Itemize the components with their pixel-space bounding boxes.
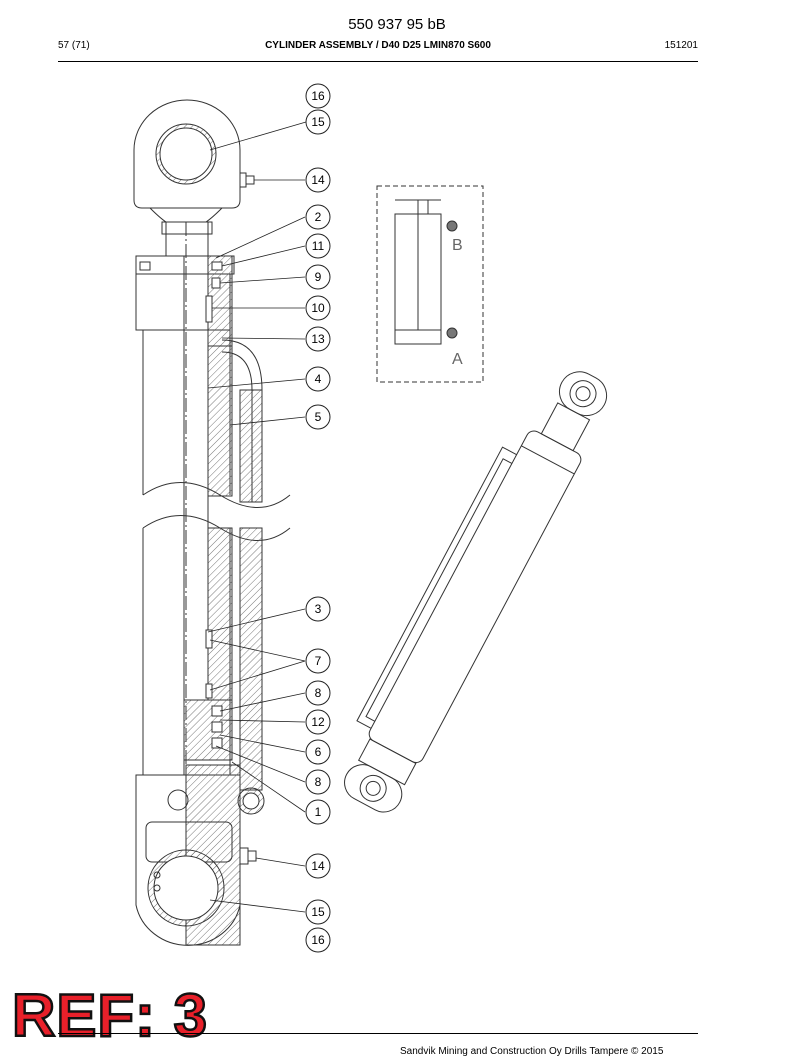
svg-text:11: 11 [312, 239, 325, 253]
callout-6: 6 [305, 739, 331, 765]
callout-1: 1 [305, 799, 331, 825]
callout-15-top: 15 [305, 109, 331, 135]
callout-3: 3 [305, 596, 331, 622]
drawing-title: CYLINDER ASSEMBLY / D40 D25 LMIN870 S600 [265, 40, 491, 51]
cylinder-section-view [133, 99, 291, 946]
svg-text:12: 12 [311, 715, 325, 729]
callout-10: 10 [305, 295, 331, 321]
callout-15-bottom: 15 [305, 899, 331, 925]
svg-text:8: 8 [315, 775, 322, 789]
port-a-label: A [452, 351, 463, 368]
callout-8-upper: 8 [305, 680, 331, 706]
port-b-label: B [452, 237, 463, 254]
document-number: 550 937 95 bB [348, 16, 446, 33]
callout-16-top: 16 [305, 83, 331, 109]
svg-text:16: 16 [311, 89, 325, 103]
svg-text:14: 14 [311, 859, 325, 873]
header-rule [58, 61, 698, 62]
callout-2: 2 [305, 204, 331, 230]
part-callouts: 16 15 14 2 11 9 10 13 4 5 3 7 8 12 6 8 1… [305, 83, 331, 953]
svg-text:7: 7 [315, 654, 322, 668]
svg-text:5: 5 [315, 410, 322, 424]
callout-12: 12 [305, 709, 331, 735]
port-b-icon [446, 220, 458, 232]
callout-16-bottom: 16 [305, 927, 331, 953]
copyright-footer: Sandvik Mining and Construction Oy Drill… [400, 1046, 664, 1057]
svg-text:15: 15 [311, 905, 325, 919]
callout-11: 11 [305, 233, 331, 259]
hydraulic-symbol [376, 185, 484, 383]
svg-text:10: 10 [311, 301, 325, 315]
footer-rule [58, 1033, 698, 1034]
svg-text:8: 8 [315, 686, 322, 700]
svg-text:6: 6 [315, 745, 322, 759]
svg-text:2: 2 [315, 210, 322, 224]
port-a-icon [446, 327, 458, 339]
svg-text:15: 15 [311, 115, 325, 129]
ref-stamp: REF: 3 [11, 982, 209, 1049]
svg-text:3: 3 [315, 602, 322, 616]
svg-text:1: 1 [315, 805, 322, 819]
cylinder-isometric-view [344, 371, 608, 813]
svg-text:14: 14 [311, 173, 325, 187]
callout-13: 13 [305, 326, 331, 352]
page-header: 57 (71) CYLINDER ASSEMBLY / D40 D25 LMIN… [58, 40, 698, 56]
callout-9: 9 [305, 264, 331, 290]
svg-text:16: 16 [311, 933, 325, 947]
callout-8-lower: 8 [305, 769, 331, 795]
callout-4: 4 [305, 366, 331, 392]
callout-14-bottom: 14 [305, 853, 331, 879]
callout-7: 7 [305, 648, 331, 674]
callout-14-top: 14 [305, 167, 331, 193]
svg-text:9: 9 [315, 270, 322, 284]
svg-text:4: 4 [315, 372, 322, 386]
svg-text:13: 13 [311, 332, 325, 346]
revision-date: 151201 [664, 40, 698, 51]
page-number: 57 (71) [58, 40, 90, 51]
leader-lines [207, 121, 307, 913]
callout-5: 5 [305, 404, 331, 430]
